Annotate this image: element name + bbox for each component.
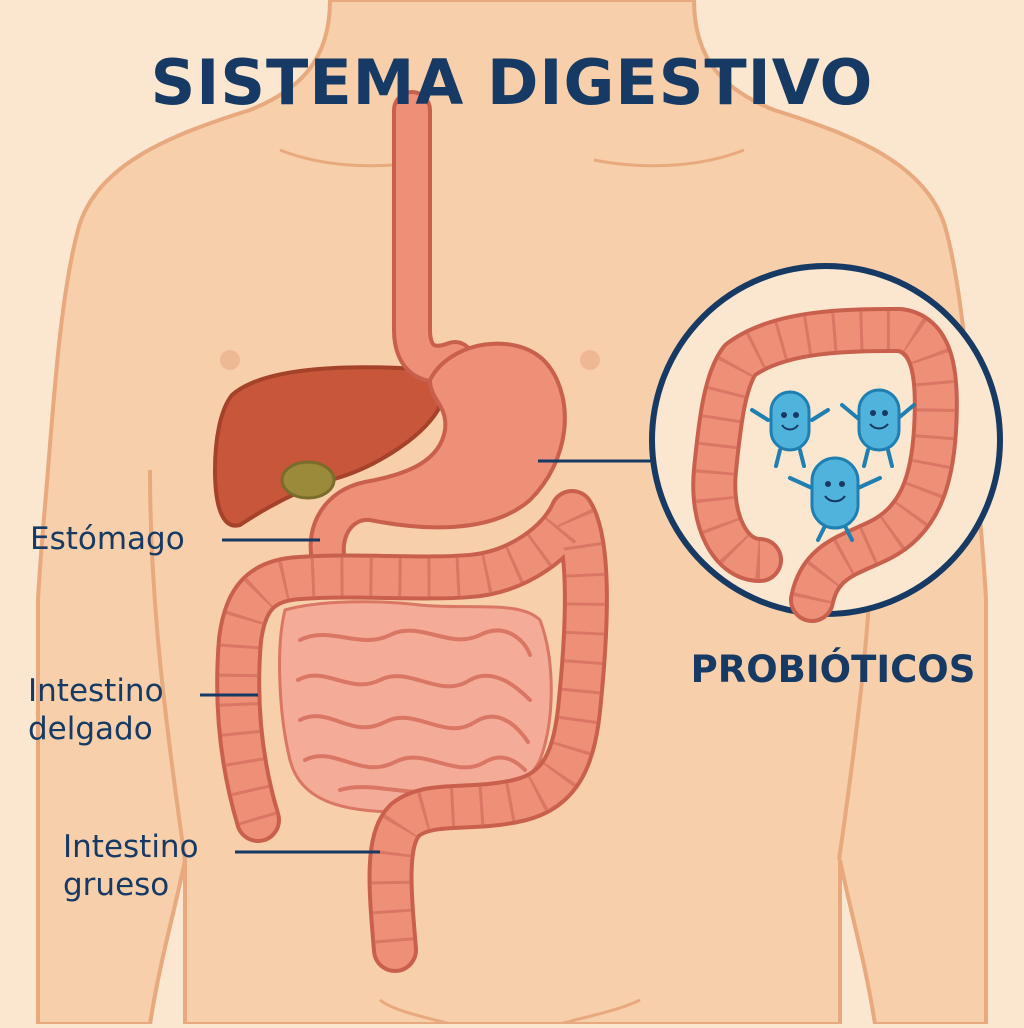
probiotic-bacterium-1 <box>750 390 830 468</box>
stomach <box>308 341 567 562</box>
left-arm-line <box>148 469 187 861</box>
label-probiotics: PROBIÓTICOS <box>690 648 976 691</box>
small-intestine-mass <box>278 600 553 814</box>
zoom-colon <box>695 311 955 619</box>
small-intestine-folds <box>296 628 532 795</box>
probiotics-zoom <box>649 263 1003 623</box>
label-large-intestine: Intestino grueso <box>63 829 199 903</box>
right-nipple <box>580 350 600 370</box>
label-stomach: Estómago <box>30 521 185 557</box>
probiotic-bacterium-3 <box>788 456 882 542</box>
large-intestine <box>219 493 605 969</box>
liver <box>212 365 443 528</box>
gallbladder <box>280 460 336 500</box>
pelvis-line-right <box>559 998 641 1026</box>
right-collarbone <box>593 148 745 168</box>
leader-lines <box>200 459 652 854</box>
left-nipple <box>220 350 240 370</box>
pelvis-line-left <box>379 998 451 1026</box>
label-small-intestine: Intestino delgado <box>28 673 164 747</box>
page-title: SISTEMA DIGESTIVO <box>150 46 874 119</box>
small-intestine <box>278 600 553 814</box>
probiotic-bacterium-2 <box>840 388 916 468</box>
